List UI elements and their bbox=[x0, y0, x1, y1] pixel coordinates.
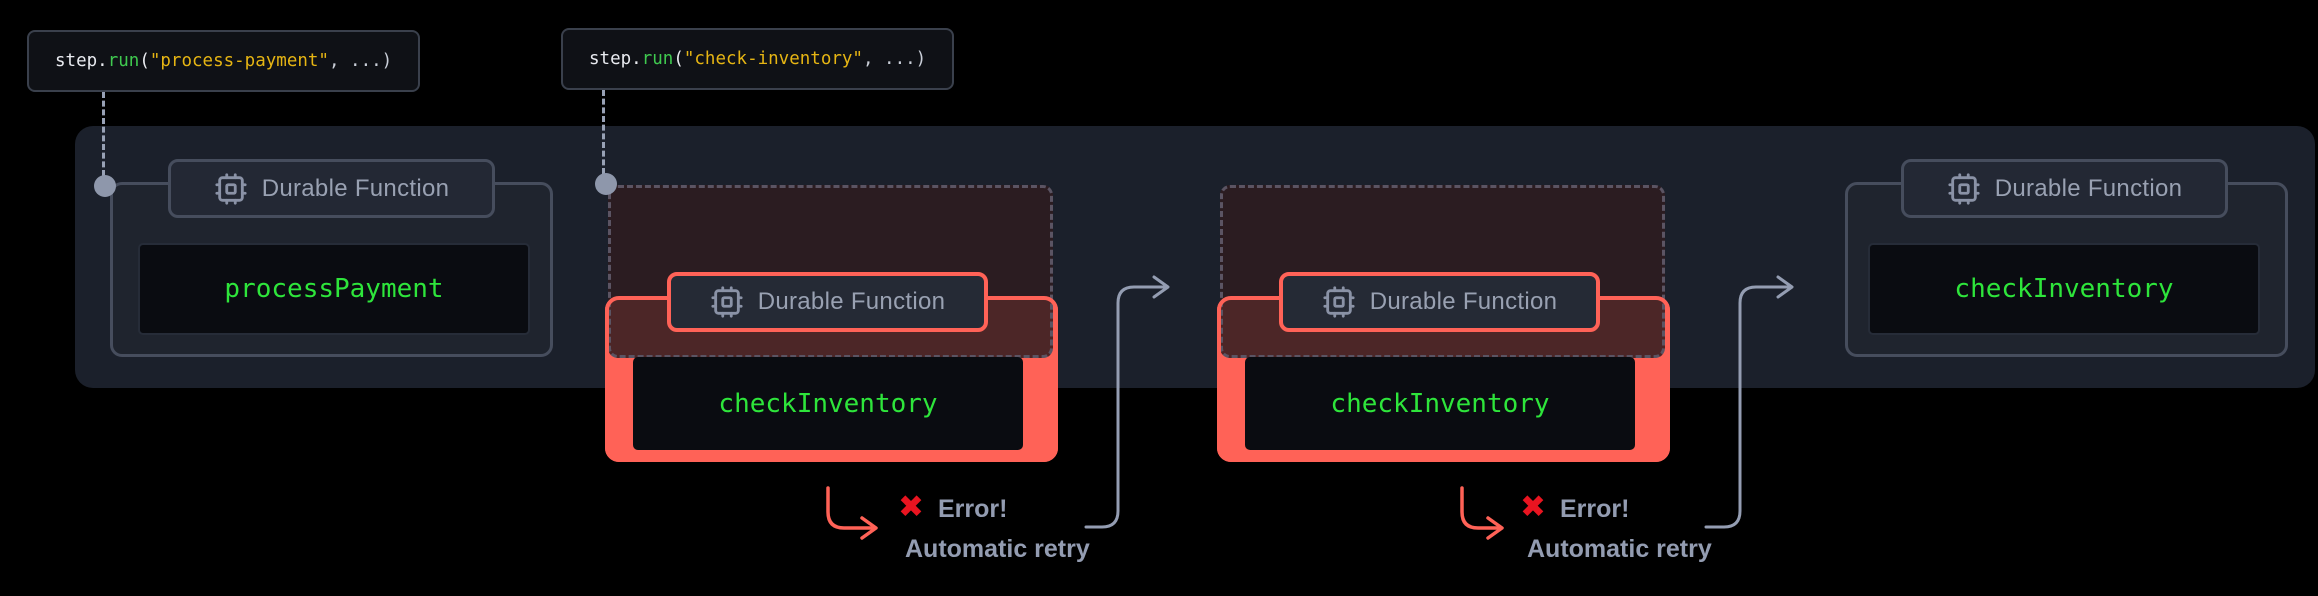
badge-label: Durable Function bbox=[1369, 288, 1558, 315]
connector-dot-1 bbox=[94, 175, 116, 197]
connector-dashed-line-2 bbox=[602, 90, 605, 174]
code-label-check-inventory: step.run("check-inventory", ...) bbox=[561, 28, 955, 90]
durable-function-badge-3: Durable Function bbox=[1279, 272, 1600, 332]
connector-dot-2 bbox=[595, 173, 617, 195]
error-x-icon: ✖ bbox=[898, 489, 924, 525]
function-name-check-inventory-1: checkInventory bbox=[633, 357, 1023, 450]
error-label: Error! bbox=[938, 495, 1008, 523]
badge-label: Durable Function bbox=[757, 288, 946, 315]
code-token: run bbox=[107, 51, 140, 71]
code-label-process-payment: step.run("process-payment", ...) bbox=[27, 30, 421, 92]
code-token: step bbox=[589, 49, 632, 69]
error-label: Error! bbox=[1560, 495, 1630, 523]
cpu-icon bbox=[710, 285, 744, 319]
cpu-icon bbox=[1322, 285, 1356, 319]
code-token: ( bbox=[139, 51, 150, 71]
code-token: step bbox=[55, 51, 98, 71]
error-arrow-2 bbox=[1460, 486, 1504, 540]
automatic-retry-label: Automatic retry bbox=[905, 535, 1090, 563]
badge-label: Durable Function bbox=[1994, 174, 2183, 202]
code-token: run bbox=[641, 49, 674, 69]
code-token: "check-inventory" bbox=[683, 49, 863, 69]
code-token: "process-payment" bbox=[149, 51, 329, 71]
code-token: . bbox=[631, 49, 642, 69]
function-name-process-payment: processPayment bbox=[138, 243, 530, 335]
function-name-check-inventory-3: checkInventory bbox=[1868, 243, 2260, 335]
connector-dashed-line-1 bbox=[102, 92, 105, 176]
error-arrow-1 bbox=[826, 486, 878, 540]
durable-function-badge-1: Durable Function bbox=[168, 159, 495, 218]
code-token: , ...) bbox=[328, 51, 393, 71]
error-x-icon: ✖ bbox=[1520, 489, 1546, 525]
durable-function-badge-4: Durable Function bbox=[1901, 159, 2228, 218]
cpu-icon bbox=[1947, 172, 1981, 206]
badge-label: Durable Function bbox=[261, 174, 450, 202]
automatic-retry-label: Automatic retry bbox=[1527, 535, 1712, 563]
code-token: . bbox=[97, 51, 108, 71]
cpu-icon bbox=[214, 172, 248, 206]
durable-function-badge-2: Durable Function bbox=[667, 272, 988, 332]
function-name-check-inventory-2: checkInventory bbox=[1245, 357, 1635, 450]
code-token: ( bbox=[673, 49, 684, 69]
code-token: , ...) bbox=[862, 49, 927, 69]
